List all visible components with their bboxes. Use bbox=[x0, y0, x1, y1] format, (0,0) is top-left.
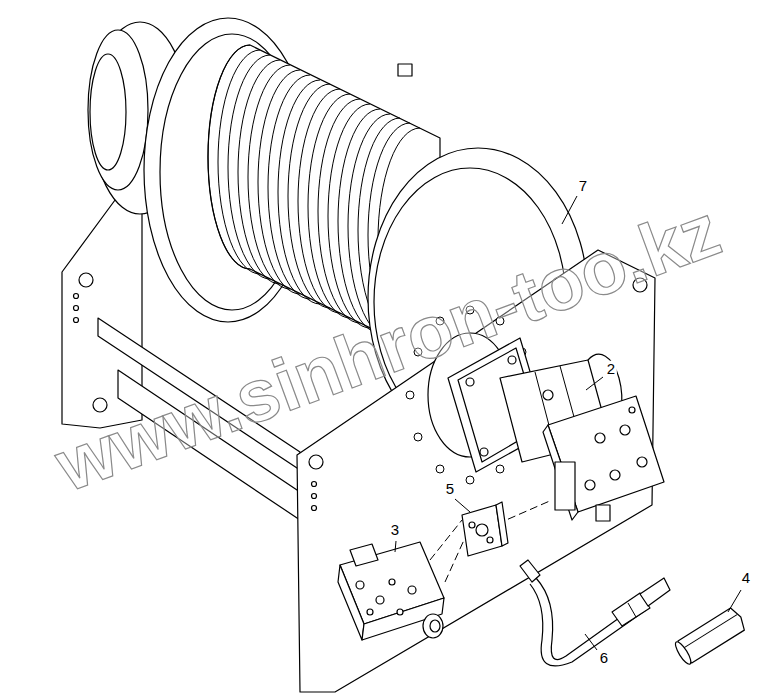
watermark: www.sinhron-too.kz bbox=[47, 192, 729, 503]
callout-number: 2 bbox=[605, 361, 617, 378]
motor-valve-head bbox=[548, 396, 664, 512]
callout-number: 3 bbox=[389, 522, 401, 539]
adapter-plate bbox=[462, 505, 502, 556]
callout-number: 5 bbox=[444, 481, 456, 498]
valve-knob bbox=[423, 614, 443, 638]
callout-number: 6 bbox=[598, 650, 610, 667]
flange-lug bbox=[398, 64, 412, 76]
callout-number: 4 bbox=[740, 570, 752, 587]
callout-number: 7 bbox=[577, 178, 589, 195]
hydraulic-hose bbox=[520, 560, 670, 666]
hex-coupling bbox=[673, 606, 748, 666]
motor-port bbox=[596, 505, 610, 521]
